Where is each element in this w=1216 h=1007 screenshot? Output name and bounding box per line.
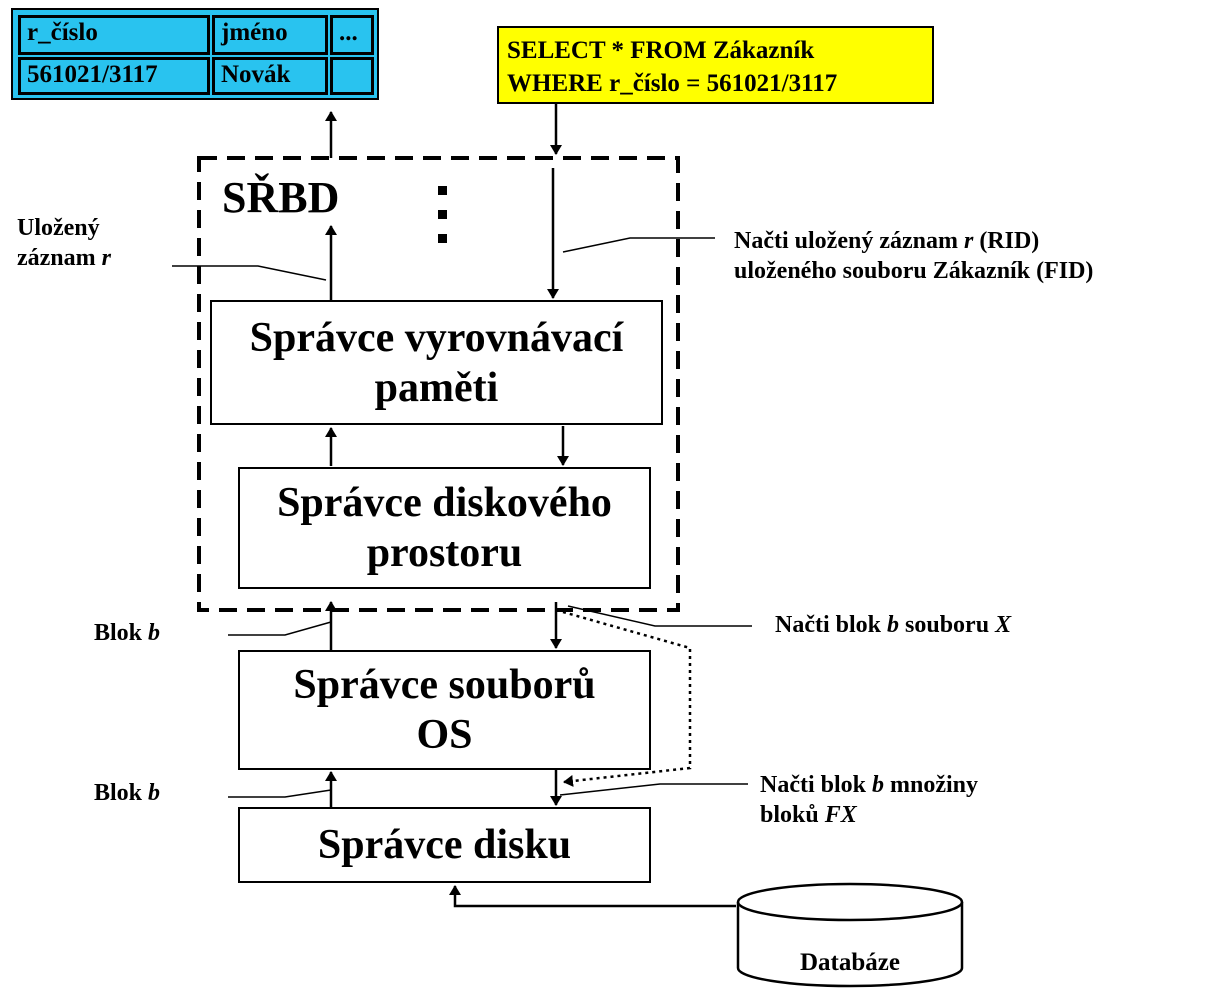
result-table: r_číslo jméno ... 561021/3117 Novák xyxy=(11,8,379,100)
label-read-block-set-t2: množiny xyxy=(884,772,979,798)
label-block-upper: Blok b xyxy=(94,618,160,648)
leader-read-record xyxy=(562,237,715,253)
label-block-lower-var: b xyxy=(148,780,161,806)
label-read-record-text: Načti uložený záznam xyxy=(734,228,964,254)
label-read-block-file-t1: Načti blok xyxy=(775,612,888,638)
dotted-bypass xyxy=(562,610,692,787)
label-read-stored-record: Načti uložený záznam r (RID) uloženého s… xyxy=(734,226,1093,286)
result-header-jmeno: jméno xyxy=(212,15,328,55)
leader-stored-record xyxy=(172,265,327,281)
label-block-lower-text: Blok xyxy=(94,780,149,806)
disk-space-manager-box: Správce diskového prostoru xyxy=(238,467,651,589)
database-cylinder-icon xyxy=(736,882,964,988)
label-read-record-rid: (RID) xyxy=(973,228,1040,254)
sql-line-2: WHERE r_číslo = 561021/3117 xyxy=(507,70,838,97)
arrow-db-to-disk xyxy=(449,885,736,908)
label-read-block-file-v1: b xyxy=(887,612,900,638)
label-read-block-set-l2-var: FX xyxy=(824,802,857,828)
label-read-stored-record-line-2: uloženého souboru Zákazník (FID) xyxy=(734,258,1094,284)
disk-manager-box: Správce disku xyxy=(238,807,651,883)
buffer-manager-box: Správce vyrovnávací paměti xyxy=(210,300,663,425)
label-stored-record: Uložený záznam r xyxy=(17,213,111,273)
label-stored-record-var: r xyxy=(101,245,111,271)
label-read-block-file: Načti blok b souboru X xyxy=(775,610,1011,640)
label-read-block-set-line-1: Načti blok b množiny xyxy=(760,770,978,800)
result-cell-rcislo: 561021/3117 xyxy=(18,57,210,95)
label-stored-record-line-1: Uložený xyxy=(17,215,100,241)
disk-space-manager-line-2: prostoru xyxy=(366,530,523,576)
leader-read-block-file xyxy=(567,605,752,627)
label-read-block-set: Načti blok b množiny bloků FX xyxy=(760,770,978,830)
srbd-boundary xyxy=(197,156,680,612)
result-cell-jmeno: Novák xyxy=(212,57,328,95)
os-file-manager-line-2: OS xyxy=(416,712,473,758)
label-read-record-var: r xyxy=(963,228,974,254)
label-read-block-set-v1: b xyxy=(872,772,885,798)
leader-read-block-set xyxy=(559,783,748,796)
sql-line-1: SELECT * FROM Zákazník xyxy=(507,37,815,64)
os-file-manager-box: Správce souborů OS xyxy=(238,650,651,770)
label-read-block-set-l2-text: bloků xyxy=(760,802,825,828)
label-block-upper-var: b xyxy=(148,620,161,646)
label-stored-record-text: záznam xyxy=(17,245,102,271)
result-header-rcislo: r_číslo xyxy=(18,15,210,55)
database-label: Databáze xyxy=(800,949,900,976)
buffer-manager-line-1: Správce vyrovnávací xyxy=(249,314,624,361)
label-read-block-set-t1: Načti blok xyxy=(760,772,873,798)
label-block-upper-text: Blok xyxy=(94,620,149,646)
srbd-title: SŘBD xyxy=(222,173,340,222)
disk-manager-line-1: Správce disku xyxy=(317,822,572,868)
label-stored-record-line-2: záznam r xyxy=(17,243,111,273)
result-cell-more xyxy=(330,57,374,95)
os-file-manager-line-1: Správce souborů xyxy=(293,662,596,708)
label-block-lower: Blok b xyxy=(94,778,160,808)
label-read-block-file-v2: X xyxy=(995,612,1012,638)
leader-block-lower xyxy=(228,789,332,798)
disk-space-manager-line-1: Správce diskového xyxy=(277,480,612,526)
label-read-block-file-t2: souboru xyxy=(899,612,996,638)
buffer-manager-line-2: paměti xyxy=(374,364,499,411)
vertical-ellipsis xyxy=(438,186,448,248)
sql-query-box: SELECT * FROM Zákazník WHERE r_číslo = 5… xyxy=(497,26,934,104)
leader-block-upper xyxy=(228,621,332,636)
result-header-more: ... xyxy=(330,15,374,55)
label-read-stored-record-line-1: Načti uložený záznam r (RID) xyxy=(734,226,1093,256)
label-read-block-set-line-2: bloků FX xyxy=(760,800,978,830)
